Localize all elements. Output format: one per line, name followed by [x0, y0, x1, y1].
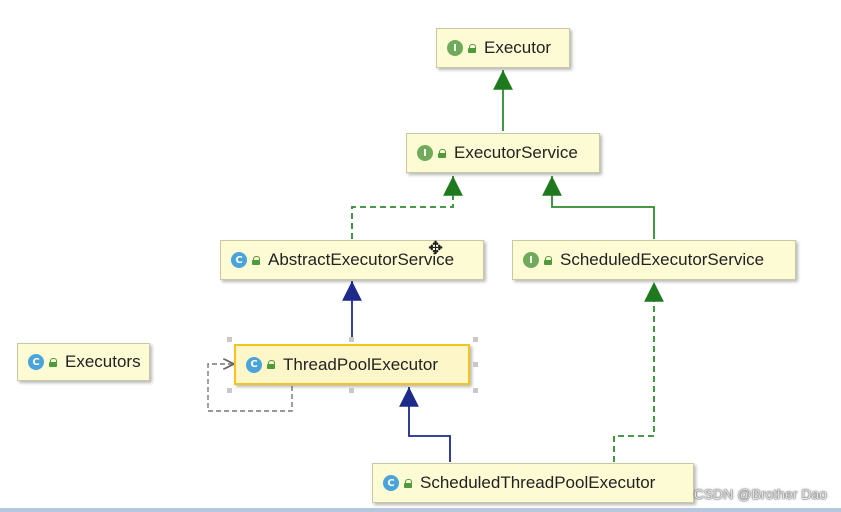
edge-scheduledthreadpoolexecutor-to-scheduledexecutorservice [613, 282, 664, 462]
node-label: ScheduledExecutorService [560, 250, 765, 269]
selection-handle[interactable] [349, 388, 354, 393]
node-executor[interactable]: I Executor [436, 28, 570, 68]
node-scheduledexecutorservice[interactable]: I ScheduledExecutorService [512, 240, 796, 280]
selection-handle[interactable] [227, 337, 232, 342]
node-scheduledthreadpoolexecutor[interactable]: C ScheduledThreadPoolExecutor [372, 463, 694, 503]
lock-icon [252, 255, 261, 265]
lock-icon [404, 478, 413, 488]
interface-icon: I [523, 252, 539, 268]
bottom-border [0, 508, 841, 512]
class-icon: C [231, 252, 247, 268]
edge-abstractexecutorservice-to-executorservice [351, 176, 463, 239]
node-threadpoolexecutor[interactable]: C ThreadPoolExecutor [234, 344, 470, 385]
lock-icon [49, 357, 58, 367]
lock-icon [267, 360, 276, 369]
class-icon: C [28, 354, 44, 370]
interface-icon: I [417, 145, 433, 161]
node-label: ScheduledThreadPoolExecutor [420, 473, 656, 492]
node-label: ExecutorService [454, 143, 578, 162]
node-label: Executor [484, 38, 552, 57]
selection-handle[interactable] [473, 337, 478, 342]
class-icon: C [383, 475, 399, 491]
selection-handle[interactable] [473, 388, 478, 393]
selection-handle[interactable] [227, 388, 232, 393]
move-cursor-icon: ✥ [428, 238, 444, 259]
lock-icon [544, 255, 553, 265]
node-label: ThreadPoolExecutor [283, 354, 438, 374]
selection-handle[interactable] [473, 362, 478, 367]
node-abstractexecutorservice[interactable]: C AbstractExecutorService [220, 240, 484, 280]
edge-scheduledexecutorservice-to-executorservice [542, 176, 655, 239]
class-icon: C [246, 356, 262, 373]
lock-icon [468, 43, 477, 53]
node-label: AbstractExecutorService [268, 250, 455, 269]
edge-threadpoolexecutor-self [207, 364, 293, 412]
node-label: Executors [65, 352, 141, 371]
node-executorservice[interactable]: I ExecutorService [406, 133, 600, 173]
edge-scheduledthreadpoolexecutor-to-threadpoolexecutor [399, 387, 451, 462]
interface-icon: I [447, 40, 463, 56]
selection-handle[interactable] [349, 337, 354, 342]
watermark: CSDN @Brother Dao [693, 486, 827, 502]
lock-icon [438, 148, 447, 158]
node-executors[interactable]: C Executors [17, 343, 150, 381]
